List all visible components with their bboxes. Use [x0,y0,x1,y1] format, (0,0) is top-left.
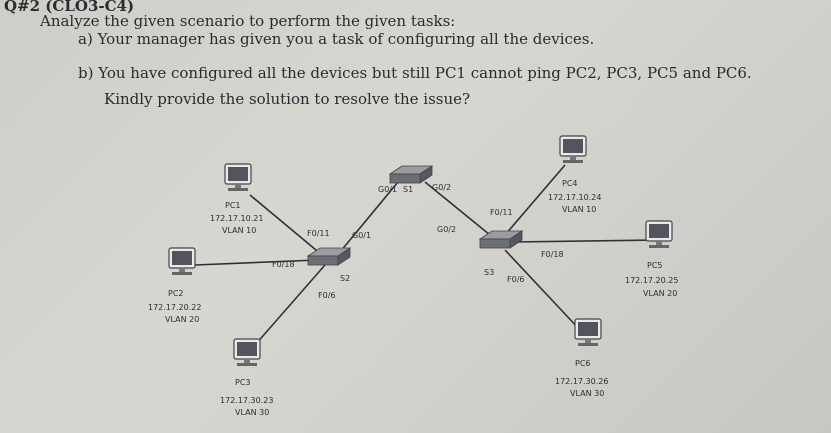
link-s1-s3 [424,181,491,236]
pc2-ip: 172.17.20.22 [148,303,201,312]
pc3-name: PC3 [235,378,251,387]
s2-port-pc1: F0/11 [307,229,330,238]
pc1-ip: 172.17.10.21 [210,214,263,223]
pc4-name: PC4 [562,179,578,188]
s2-name: S2 [340,274,350,283]
pc6-vlan: VLAN 30 [570,389,604,398]
s2-port-pc2: F0/18 [272,260,295,269]
question-number: Q#2 (CLO3-C4) [4,0,135,15]
pc1-vlan: VLAN 10 [222,226,256,235]
links [194,164,656,346]
pc4-icon [559,135,587,164]
s1-port-right: G0/2 [432,183,451,192]
s2-port-uplink: G0/1 [352,231,371,240]
switch-s3-icon [479,230,523,249]
pc4-ip: 172.17.10.24 [548,193,601,202]
s3-port-pc4: F0/11 [490,208,513,217]
link-pc2-s2 [194,259,319,266]
link-pc5-s3 [511,239,656,243]
s1-port-left: G0/1 [378,185,397,194]
pc5-ip: 172.17.20.25 [625,276,678,285]
switch-s1-icon [389,165,433,184]
task-b: b) You have configured all the devices b… [78,64,752,82]
pc5-vlan: VLAN 20 [643,289,677,298]
pc4-vlan: VLAN 10 [562,205,596,214]
pc2-vlan: VLAN 20 [165,315,199,324]
link-pc1-s2 [249,194,323,256]
link-s2-s1 [339,181,399,253]
link-pc4-s3 [504,164,566,236]
pc2-icon [168,247,196,276]
pc3-vlan: VLAN 30 [235,408,269,417]
link-pc3-s2 [254,264,326,346]
s3-port-pc5: F0/18 [541,250,564,259]
pc6-ip: 172.17.30.26 [555,377,608,386]
task-b-continued: Kindly provide the solution to resolve t… [104,90,471,108]
question-intro: Analyze the given scenario to perform th… [40,12,456,30]
s3-port-uplink: G0/2 [437,225,456,234]
switch-s2-icon [307,247,351,266]
pc5-name: PC5 [647,261,663,270]
pc3-icon [233,338,261,367]
pc2-name: PC2 [168,289,184,298]
pc1-icon [224,163,252,192]
pc1-name: PC1 [225,201,241,210]
pc6-icon [574,318,602,347]
pc5-icon [645,220,673,249]
s3-port-pc6: F0/6 [507,275,524,284]
s3-name: S3 [484,268,494,277]
pc6-name: PC6 [575,359,591,368]
task-a: a) Your manager has given you a task of … [78,30,595,48]
s1-name: S1 [403,185,413,194]
link-pc6-s3 [504,249,581,331]
pc3-ip: 172.17.30.23 [220,396,273,405]
s2-port-pc3: F0/6 [318,291,335,300]
